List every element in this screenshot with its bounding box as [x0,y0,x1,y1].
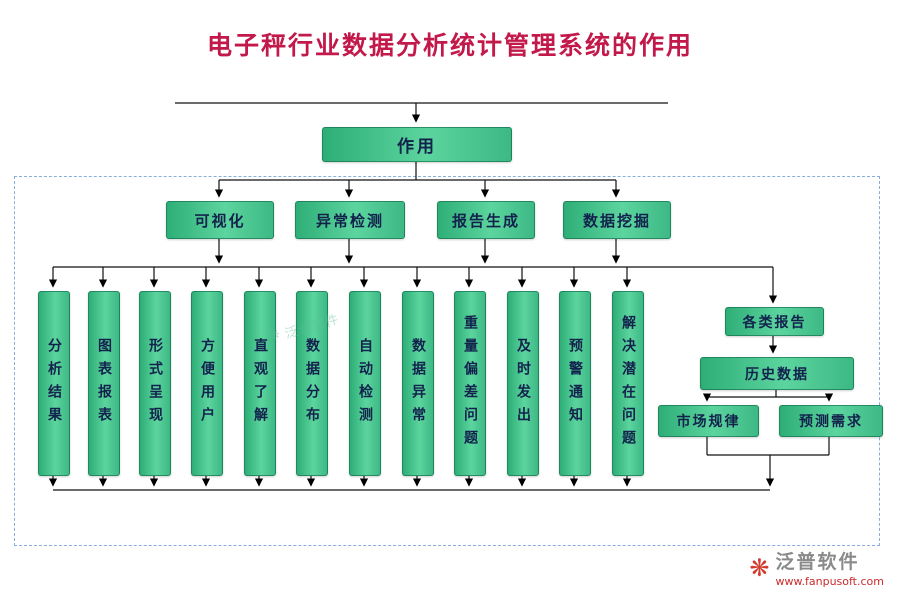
flow-node-label: 数据分布 [304,337,320,430]
flow-node-root: 作用 [322,127,512,162]
flow-node-label: 数据挖掘 [582,211,651,230]
flow-node-label: 解决潜在问题 [620,314,636,453]
flow-node-column-10: 及时发出 [507,291,539,476]
flow-node-root-label: 作用 [397,137,437,157]
flow-node-label: 市场规律 [676,414,741,430]
flow-node-label: 图表报表 [96,337,112,430]
flow-node-label: 形式呈现 [147,337,163,430]
flow-node-label: 数据异常 [410,337,426,430]
flow-node-label: 可视化 [194,211,246,230]
flow-node-label: 历史数据 [745,366,809,383]
flow-node-anomaly-detection: 异常检测 [295,201,405,239]
flow-node-label: 预测需求 [799,414,863,430]
flow-node-label: 异常检测 [315,211,384,230]
flow-node-column-5: 直观了解 [244,291,276,476]
fanpu-logo-url: www.fanpusoft.com [775,575,884,588]
flow-node-column-11: 预警通知 [559,291,591,476]
flow-node-column-1: 分析结果 [38,291,70,476]
flow-node-label: 各类报告 [742,314,807,331]
fanpu-logo-name: 泛普软件 [775,551,860,573]
fanpu-logo: ❋ 泛普软件 www.fanpusoft.com [749,547,884,588]
flow-node-column-8: 数据异常 [402,291,434,476]
flow-node-various-reports: 各类报告 [725,307,824,336]
flow-node-column-3: 形式呈现 [139,291,171,476]
flow-node-column-6: 数据分布 [296,291,328,476]
flow-node-column-2: 图表报表 [88,291,120,476]
flow-node-label: 直观了解 [252,337,268,430]
flow-node-label: 及时发出 [515,337,531,430]
page-title: 电子秤行业数据分析统计管理系统的作用 [206,31,693,60]
flow-node-data-mining: 数据挖掘 [563,201,671,239]
flow-node-label: 自动检测 [357,337,373,430]
flow-node-column-12: 解决潜在问题 [612,291,644,476]
flow-node-market-pattern: 市场规律 [658,405,759,437]
flow-node-label: 分析结果 [46,337,62,430]
flow-node-label: 重量偏差问题 [462,314,478,453]
fanpu-logo-icon: ❋ [749,553,770,582]
flow-node-column-9: 重量偏差问题 [454,291,486,476]
flow-node-label: 预警通知 [567,337,583,430]
flow-node-label: 方便用户 [199,337,215,430]
flow-node-column-7: 自动检测 [349,291,381,476]
diagram-dashed-frame [14,176,880,546]
flow-node-label: 报告生成 [451,211,520,230]
flow-node-column-4: 方便用户 [191,291,223,476]
flow-node-historical-data: 历史数据 [700,357,854,390]
flow-node-visualization: 可视化 [166,201,274,239]
flow-node-forecast-demand: 预测需求 [779,405,883,437]
flow-node-report-generation: 报告生成 [437,201,535,239]
